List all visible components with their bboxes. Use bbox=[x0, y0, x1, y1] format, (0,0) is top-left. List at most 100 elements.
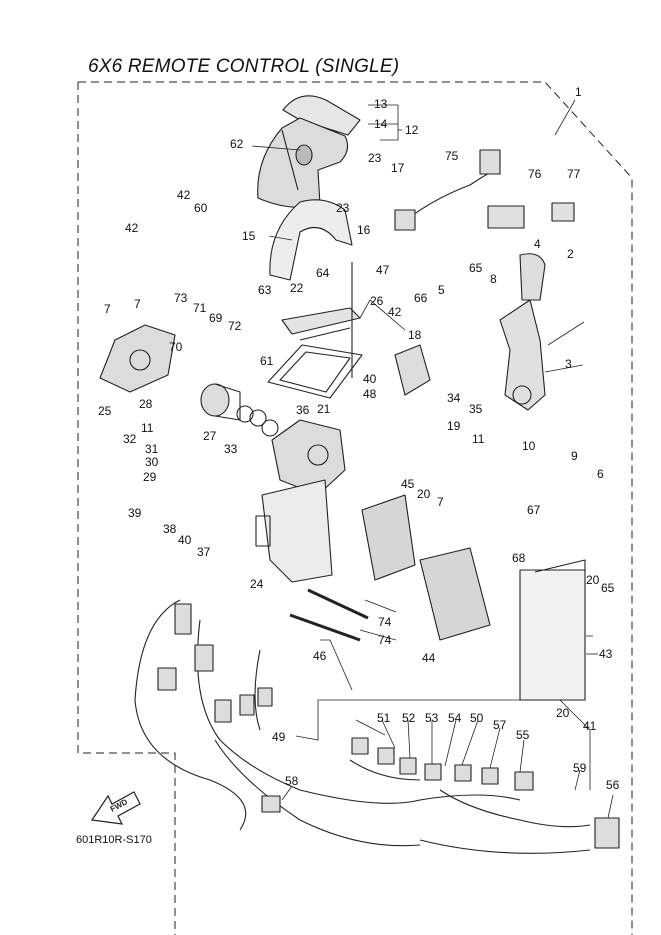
callout-66: 66 bbox=[414, 291, 428, 305]
part-control-housing bbox=[257, 117, 349, 208]
callout-64: 64 bbox=[316, 266, 330, 280]
callout-22: 22 bbox=[290, 281, 304, 295]
callout-69: 69 bbox=[209, 311, 223, 325]
callout-19: 19 bbox=[447, 419, 461, 433]
callout-52: 52 bbox=[402, 711, 416, 725]
part-connector-block bbox=[419, 547, 491, 641]
callout-13: 13 bbox=[374, 97, 388, 111]
callout-57: 57 bbox=[493, 718, 507, 732]
callout-61: 61 bbox=[260, 354, 274, 368]
callout-14: 14 bbox=[374, 117, 388, 131]
callout-18: 18 bbox=[408, 328, 422, 342]
callout-68: 68 bbox=[512, 551, 526, 565]
part-76 bbox=[487, 205, 525, 229]
connector-53 bbox=[399, 757, 417, 775]
callout-42: 42 bbox=[125, 221, 139, 235]
connector-52 bbox=[377, 747, 395, 765]
callout-55: 55 bbox=[516, 728, 530, 742]
callout-23: 23 bbox=[368, 151, 382, 165]
callout-34: 34 bbox=[447, 391, 461, 405]
callout-32: 32 bbox=[123, 432, 137, 446]
connector-left-f bbox=[257, 687, 273, 707]
callout-15: 15 bbox=[242, 229, 256, 243]
callout-60: 60 bbox=[194, 201, 208, 215]
callout-11: 11 bbox=[141, 421, 154, 435]
reference-code: 601R10R-S170 bbox=[76, 834, 152, 846]
part-washer-a bbox=[236, 405, 254, 423]
callout-67: 67 bbox=[527, 503, 541, 517]
connector-left-b bbox=[194, 644, 214, 672]
callout-53: 53 bbox=[425, 711, 439, 725]
part-cable-tie-a bbox=[307, 588, 369, 620]
part-clamp bbox=[394, 344, 431, 396]
callout-56: 56 bbox=[606, 778, 620, 792]
part-77 bbox=[551, 202, 575, 222]
callout-16: 16 bbox=[357, 223, 371, 237]
part-central-gearbox bbox=[271, 419, 346, 496]
part-handle-grip bbox=[519, 253, 546, 301]
callout-43: 43 bbox=[599, 647, 613, 661]
part-cable-75 bbox=[394, 149, 501, 231]
leader-lines bbox=[251, 99, 614, 819]
callout-65: 65 bbox=[469, 261, 483, 275]
part-module bbox=[361, 494, 416, 581]
connector-51 bbox=[351, 737, 369, 755]
part-housing-shell bbox=[269, 199, 353, 281]
callout-20: 20 bbox=[586, 573, 600, 587]
callout-7: 7 bbox=[134, 297, 141, 311]
connector-56 bbox=[594, 817, 620, 849]
diagram-title: 6X6 REMOTE CONTROL (SINGLE) bbox=[88, 56, 400, 77]
connector-left-d bbox=[214, 699, 232, 723]
part-bracket bbox=[281, 307, 361, 341]
callout-8: 8 bbox=[490, 272, 497, 286]
callout-41: 41 bbox=[583, 719, 597, 733]
callout-72: 72 bbox=[228, 319, 242, 333]
callout-62: 62 bbox=[230, 137, 244, 151]
callout-11: 11 bbox=[472, 432, 485, 446]
callout-54: 54 bbox=[448, 711, 462, 725]
callout-45: 45 bbox=[401, 477, 415, 491]
part-left-mechanism bbox=[99, 324, 176, 393]
part-washer-c bbox=[261, 419, 279, 437]
callout-28: 28 bbox=[139, 397, 153, 411]
part-switch-plate bbox=[255, 479, 333, 583]
callout-26: 26 bbox=[370, 294, 384, 308]
callout-76: 76 bbox=[528, 167, 542, 181]
callout-20: 20 bbox=[556, 706, 570, 720]
callout-63: 63 bbox=[258, 283, 272, 297]
connector-left-a bbox=[174, 603, 192, 635]
callout-25: 25 bbox=[98, 404, 112, 418]
callout-7: 7 bbox=[437, 495, 444, 509]
callout-70: 70 bbox=[169, 340, 183, 354]
callout-29: 29 bbox=[143, 470, 157, 484]
callout-33: 33 bbox=[224, 442, 238, 456]
callout-7: 7 bbox=[104, 302, 111, 316]
callout-24: 24 bbox=[250, 577, 264, 591]
callout-73: 73 bbox=[174, 291, 188, 305]
part-washer-b bbox=[249, 409, 267, 427]
callout-44: 44 bbox=[422, 651, 436, 665]
callout-48: 48 bbox=[363, 387, 377, 401]
callout-51: 51 bbox=[377, 711, 391, 725]
part-wire-harness bbox=[134, 599, 591, 854]
callout-59: 59 bbox=[573, 761, 587, 775]
callout-65: 65 bbox=[601, 581, 615, 595]
callout-23: 23 bbox=[336, 201, 350, 215]
part-bracket-plate bbox=[519, 559, 586, 701]
part-shaft-gear bbox=[200, 383, 241, 421]
callout-58: 58 bbox=[285, 774, 299, 788]
callout-47: 47 bbox=[376, 263, 390, 277]
callout-46: 46 bbox=[313, 649, 327, 663]
connector-58 bbox=[261, 795, 281, 813]
callout-2: 2 bbox=[567, 247, 574, 261]
callout-74: 74 bbox=[378, 615, 392, 629]
callout-37: 37 bbox=[197, 545, 211, 559]
assembly-boundary bbox=[77, 81, 633, 935]
part-lever-arm bbox=[499, 299, 546, 411]
connector-left-c bbox=[157, 667, 177, 691]
callout-74: 74 bbox=[378, 633, 392, 647]
callout-38: 38 bbox=[163, 522, 177, 536]
callout-50: 50 bbox=[470, 711, 484, 725]
